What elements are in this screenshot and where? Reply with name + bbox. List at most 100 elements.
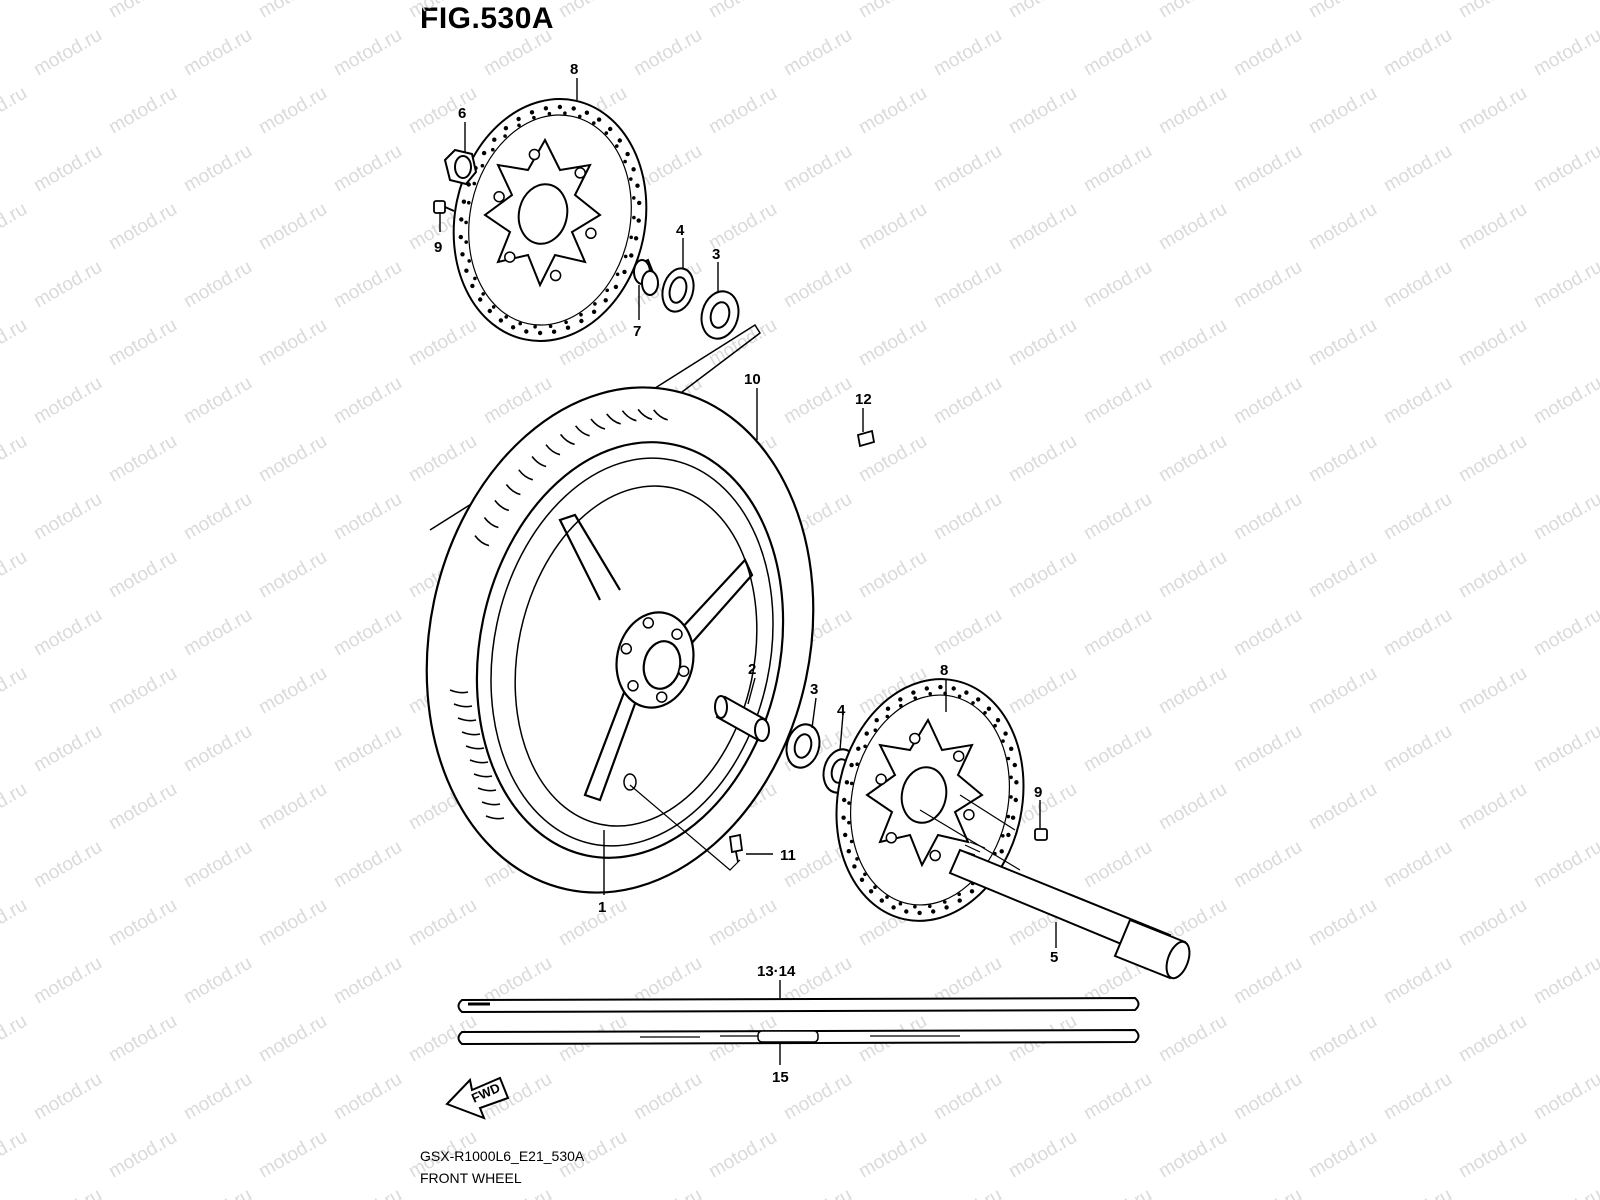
- disc-vent-hole: [461, 199, 467, 204]
- disc-vent-hole: [873, 885, 877, 889]
- disc-vent-hole: [1009, 775, 1013, 780]
- disc-mount-bolt: [963, 808, 975, 821]
- watermark-text: motod.ru: [105, 547, 180, 603]
- disc-vent-hole: [864, 731, 869, 736]
- watermark-text: motod.ru: [255, 315, 330, 371]
- watermark-text: motod.ru: [330, 25, 405, 81]
- watermark-text: motod.ru: [30, 721, 105, 777]
- watermark-text: motod.ru: [1230, 141, 1305, 197]
- watermark-text: motod.ru: [630, 1185, 705, 1200]
- watermark-text: motod.ru: [705, 0, 780, 22]
- watermark-text: motod.ru: [1155, 1011, 1230, 1067]
- watermark-text: motod.ru: [1080, 257, 1155, 313]
- watermark-text: motod.ru: [1305, 1127, 1380, 1183]
- watermark-text: motod.ru: [255, 547, 330, 603]
- disc-vent-hole: [533, 325, 537, 329]
- watermark-text: motod.ru: [1080, 1069, 1155, 1125]
- disc-vent-hole: [969, 889, 975, 894]
- disc-vent-hole: [464, 240, 469, 244]
- watermark-text: motod.ru: [930, 25, 1005, 81]
- disc-vent-hole: [849, 781, 854, 786]
- part-9-disc-bolt-lower: [1034, 828, 1048, 841]
- watermark-text: motod.ru: [180, 373, 255, 429]
- tire-tread-mark: [505, 484, 521, 496]
- disc-vent-hole: [846, 849, 851, 854]
- disc-vent-hole: [843, 832, 848, 838]
- watermark-text: motod.ru: [1530, 489, 1600, 545]
- watermark-text: motod.ru: [1005, 1127, 1080, 1183]
- watermark-text: motod.ru: [930, 141, 1005, 197]
- disc-vent-hole: [856, 746, 861, 751]
- watermark-text: motod.ru: [1080, 373, 1155, 429]
- disc-vent-hole: [537, 330, 543, 336]
- watermark-text: motod.ru: [1005, 83, 1080, 139]
- watermark-text: motod.ru: [855, 0, 930, 22]
- disc-vent-hole: [503, 134, 507, 138]
- callout-labels: 8 6 9 7 4 3 10 12 2 3 4 8 9 11 1 5 13·14…: [434, 61, 1058, 1086]
- disc-vent-hole: [632, 215, 636, 220]
- part-6-collar: [443, 148, 478, 186]
- tire-tread-mark: [621, 410, 637, 422]
- watermark-text: motod.ru: [105, 315, 180, 371]
- watermark-text: motod.ru: [1305, 895, 1380, 951]
- disc-vent-hole: [591, 309, 597, 314]
- disc-vent-hole: [636, 218, 641, 223]
- watermark-text: motod.ru: [1005, 315, 1080, 371]
- disc-mount-bolt: [875, 773, 887, 786]
- watermark-text: motod.ru: [1230, 25, 1305, 81]
- watermark-text: motod.ru: [1305, 431, 1380, 487]
- disc-vent-hole: [623, 254, 628, 259]
- watermark-text: motod.ru: [1230, 721, 1305, 777]
- watermark-text: motod.ru: [630, 1069, 705, 1125]
- watermark-text: motod.ru: [1155, 83, 1230, 139]
- watermark-text: motod.ru: [180, 1185, 255, 1200]
- disc-vent-hole: [957, 694, 962, 699]
- watermark-text: motod.ru: [30, 1069, 105, 1125]
- disc-vent-hole: [516, 116, 521, 122]
- watermark-text: motod.ru: [330, 953, 405, 1009]
- watermark-text: motod.ru: [1155, 663, 1230, 719]
- callout-8-upper: 8: [570, 61, 578, 78]
- disc-vent-hole: [855, 857, 859, 861]
- disc-vent-hole: [1009, 795, 1013, 799]
- disc-vent-hole: [564, 320, 568, 325]
- watermark-text: motod.ru: [1455, 431, 1530, 487]
- disc-vent-hole: [596, 117, 602, 122]
- watermark-text: motod.ru: [1305, 315, 1380, 371]
- watermark-text: motod.ru: [0, 0, 31, 22]
- watermark-text: motod.ru: [1080, 837, 1155, 893]
- disc-vent-hole: [1006, 756, 1011, 761]
- part-1-wheel-assembly: [425, 386, 815, 894]
- callout-13-14: 13·14: [757, 963, 796, 980]
- watermark-text: motod.ru: [405, 315, 480, 371]
- callout-leaders: [439, 78, 1057, 1065]
- watermark-text: motod.ru: [1230, 953, 1305, 1009]
- watermark-text: motod.ru: [255, 431, 330, 487]
- disc-vent-hole: [593, 302, 597, 306]
- disc-vent-hole: [608, 126, 613, 132]
- watermark-text: motod.ru: [180, 1069, 255, 1125]
- watermark-text: motod.ru: [105, 83, 180, 139]
- watermark-text: motod.ru: [1455, 547, 1530, 603]
- disc-vent-hole: [487, 308, 492, 314]
- disc-mount-bolt: [952, 750, 965, 762]
- watermark-text: motod.ru: [105, 0, 180, 22]
- watermark-text: motod.ru: [1230, 605, 1305, 661]
- watermark-text: motod.ru: [855, 1127, 930, 1183]
- tire-tread-mark: [653, 409, 668, 421]
- disc-vent-hole: [924, 686, 929, 691]
- part-4-seal-upper: [661, 267, 695, 313]
- disc-vent-hole: [849, 839, 854, 844]
- callout-10: 10: [744, 371, 761, 388]
- disc-vent-hole: [1013, 797, 1018, 803]
- watermark-text: motod.ru: [1005, 431, 1080, 487]
- callout-12: 12: [855, 391, 872, 408]
- watermark-text: motod.ru: [1305, 779, 1380, 835]
- watermark-text: motod.ru: [405, 0, 480, 22]
- disc-vent-hole: [613, 284, 619, 290]
- disc-vent-hole: [492, 137, 497, 142]
- callout-2: 2: [748, 661, 756, 678]
- disc-vent-hole: [617, 138, 622, 143]
- disc-vent-hole: [529, 110, 535, 115]
- disc-vent-hole: [472, 181, 477, 186]
